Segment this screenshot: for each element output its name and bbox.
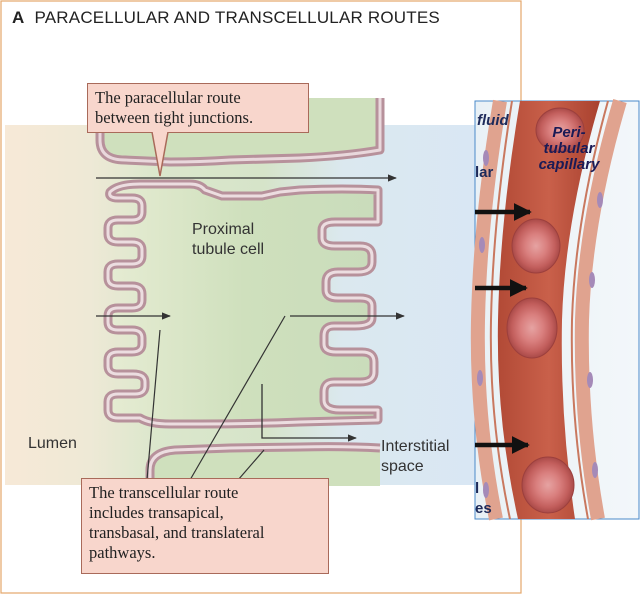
panel-letter: A: [12, 8, 25, 27]
transcellular-callout-line1: The transcellular route: [89, 483, 239, 502]
reabsorption-arrows: [475, 203, 532, 454]
transcellular-callout-line2: includes transapical,: [89, 503, 224, 522]
interstitial-label: Interstitial space: [381, 437, 449, 477]
capillary-label-line3: capillary: [538, 156, 600, 173]
panel-title-text: PARACELLULAR AND TRANSCELLULAR ROUTES: [34, 8, 440, 27]
proximal-tubule-cell: [103, 179, 383, 429]
capillary-cutoff-l: l: [475, 480, 480, 497]
transcellular-callout-line3: transbasal, and translateral: [89, 523, 265, 542]
interstitial-label-line2: space: [381, 458, 424, 475]
cell-label-line2: tubule cell: [192, 241, 265, 258]
capillary-cutoff-fluid: fluid: [477, 112, 509, 129]
paracellular-callout-line2: between tight junctions.: [95, 108, 254, 127]
paracellular-callout: The paracellular route between tight jun…: [87, 83, 309, 133]
red-blood-cells: [506, 107, 585, 514]
cell-label: Proximal tubule cell: [192, 220, 264, 260]
capillary-cutoff-lar: lar: [475, 164, 494, 181]
transcellular-callout: The transcellular route includes transap…: [81, 478, 329, 574]
capillary-cutoff-es: es: [475, 500, 492, 517]
lumen-label: Lumen: [28, 435, 77, 452]
panel-title: A PARACELLULAR AND TRANSCELLULAR ROUTES: [12, 8, 440, 28]
interstitial-label-line1: Interstitial: [381, 438, 450, 455]
transcellular-callout-line4: pathways.: [89, 543, 156, 562]
translateral-arrow: [261, 384, 357, 442]
transcellular-pointers: [146, 315, 286, 481]
capillary-label-line2: tubular: [543, 140, 595, 157]
paracellular-callout-line1: The paracellular route: [95, 88, 241, 107]
capillary-label-line1: Peri-: [552, 124, 586, 141]
lower-cell: [145, 442, 381, 486]
cell-label-line1: Proximal: [192, 221, 255, 238]
capillary-label: Peri- tubular capillary: [530, 125, 608, 173]
paracellular-callout-pointer: [151, 132, 169, 177]
